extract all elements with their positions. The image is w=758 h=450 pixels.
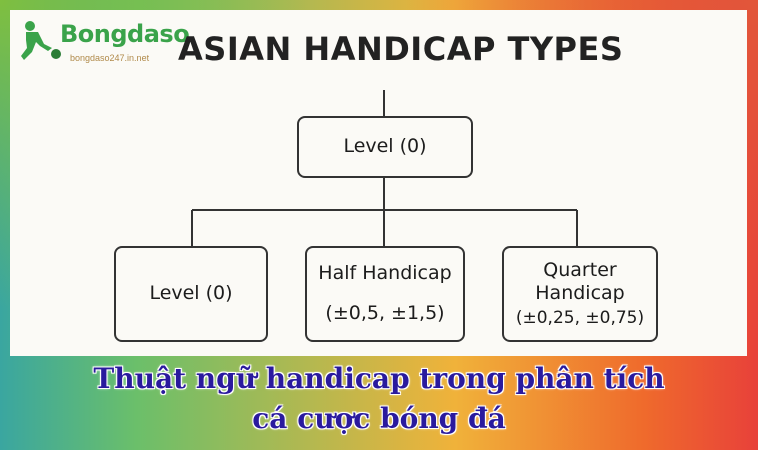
child-node-half-label: Half Handicap <box>318 262 452 285</box>
caption-line-2: cá cược bóng đá <box>252 402 506 435</box>
child-node-quarter-label: Quarter Handicap <box>535 258 625 305</box>
bongdaso-logo[interactable]: Bongdaso bongdaso247.in.net <box>18 18 190 70</box>
child-node-half-handicap: Half Handicap (±0,5, ±1,5) <box>305 246 465 342</box>
soccer-player-icon <box>21 21 61 60</box>
logo-site-url: bongdaso247.in.net <box>70 53 150 63</box>
caption-line-1: Thuật ngữ handicap trong phân tích <box>93 362 665 395</box>
diagram-title: ASIAN HANDICAP TYPES <box>178 30 624 68</box>
child-node-quarter-values: (±0,25, ±0,75) <box>515 308 645 329</box>
root-node: Level (0) <box>297 116 473 178</box>
child-node-half-values: (±0,5, ±1,5) <box>325 302 445 324</box>
child-node-level-label: Level (0) <box>149 282 233 305</box>
child-node-quarter-handicap: Quarter Handicap (±0,25, ±0,75) <box>502 246 658 342</box>
child-node-level: Level (0) <box>114 246 268 342</box>
root-node-label: Level (0) <box>343 135 427 158</box>
logo-wordmark: Bongdaso <box>60 20 190 48</box>
connector-lines <box>191 90 578 246</box>
